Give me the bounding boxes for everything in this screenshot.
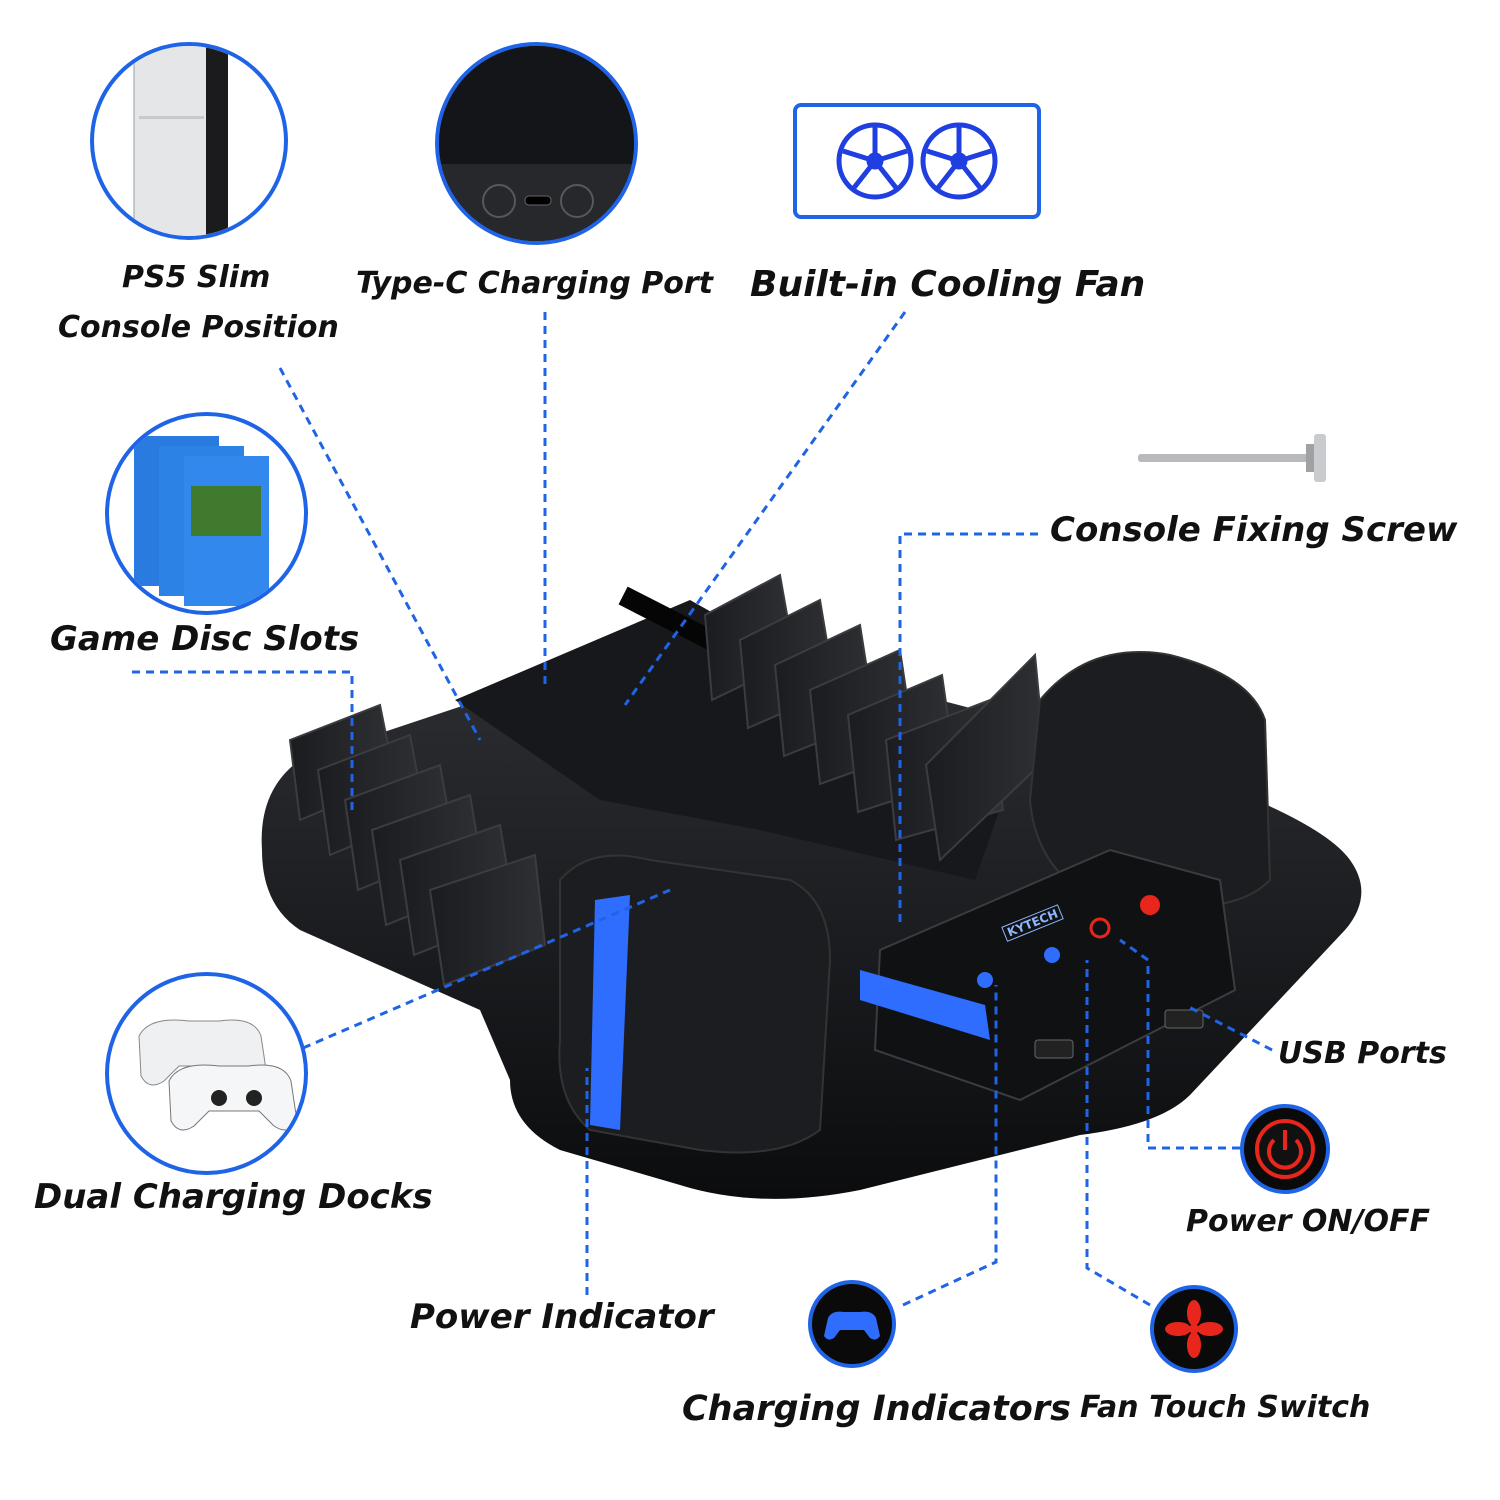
label-power-indicator: Power Indicator bbox=[410, 1297, 714, 1337]
charging-docks-callout bbox=[105, 972, 308, 1175]
panel-fan-led bbox=[1044, 947, 1060, 963]
leader-cooling-fan bbox=[623, 311, 907, 706]
label-cooling-fan: Built-in Cooling Fan bbox=[750, 264, 1146, 305]
label-console-position-line2: Console Position bbox=[58, 310, 339, 345]
label-type-c-port: Type-C Charging Port bbox=[356, 266, 713, 301]
left-disc-slots bbox=[288, 703, 547, 987]
label-disc-slots: Game Disc Slots bbox=[50, 619, 360, 659]
leader-fan-switch bbox=[1085, 960, 1151, 1307]
label-power-switch: Power ON/OFF bbox=[1186, 1204, 1430, 1239]
type-c-callout bbox=[435, 42, 638, 245]
usb-port-1 bbox=[1034, 1039, 1074, 1059]
console-position-callout bbox=[90, 42, 288, 240]
power-switch-callout bbox=[1240, 1104, 1330, 1194]
usb-c-port-icon bbox=[482, 184, 594, 218]
front-blue-led bbox=[860, 970, 990, 1040]
cooling-fan-icon bbox=[836, 122, 998, 200]
cooling-fan-callout bbox=[793, 103, 1041, 219]
controllers-icon bbox=[138, 1019, 298, 1131]
game-discs-icon bbox=[134, 436, 269, 606]
console-plate bbox=[455, 600, 1010, 880]
leader-charging-indicators bbox=[902, 985, 998, 1307]
right-disc-slots bbox=[703, 573, 1047, 863]
controller-charging-icon bbox=[824, 1311, 880, 1340]
label-charging-docks: Dual Charging Docks bbox=[34, 1177, 433, 1217]
left-dock-blue-led bbox=[590, 895, 630, 1130]
leader-console-position bbox=[278, 367, 482, 741]
label-fixing-screw: Console Fixing Screw bbox=[1050, 510, 1458, 550]
label-console-position-line1: PS5 Slim bbox=[122, 260, 271, 295]
fan-icon bbox=[1165, 1300, 1223, 1358]
fixing-screw-icon bbox=[1138, 434, 1326, 482]
label-charging-indicators: Charging Indicators bbox=[682, 1389, 1071, 1429]
leader-usb bbox=[1184, 1003, 1273, 1052]
panel-controller-red-led bbox=[1140, 895, 1160, 915]
leader-disc-slots bbox=[132, 670, 354, 810]
leader-fixing-screw bbox=[898, 532, 1038, 925]
charging-indicators-callout bbox=[808, 1280, 896, 1368]
panel-power-led bbox=[1089, 917, 1111, 939]
leader-charging-docks bbox=[302, 888, 671, 1050]
usb-port-2 bbox=[1164, 1009, 1204, 1029]
disc-slots-callout bbox=[105, 412, 308, 615]
label-fan-switch: Fan Touch Switch bbox=[1080, 1390, 1371, 1425]
fan-switch-callout bbox=[1150, 1285, 1238, 1373]
label-usb-ports: USB Ports bbox=[1278, 1036, 1447, 1071]
panel-controller-led bbox=[977, 972, 993, 988]
right-controller-dock bbox=[1028, 651, 1272, 907]
leader-power bbox=[1119, 938, 1240, 1150]
power-button-icon bbox=[1255, 1119, 1315, 1179]
